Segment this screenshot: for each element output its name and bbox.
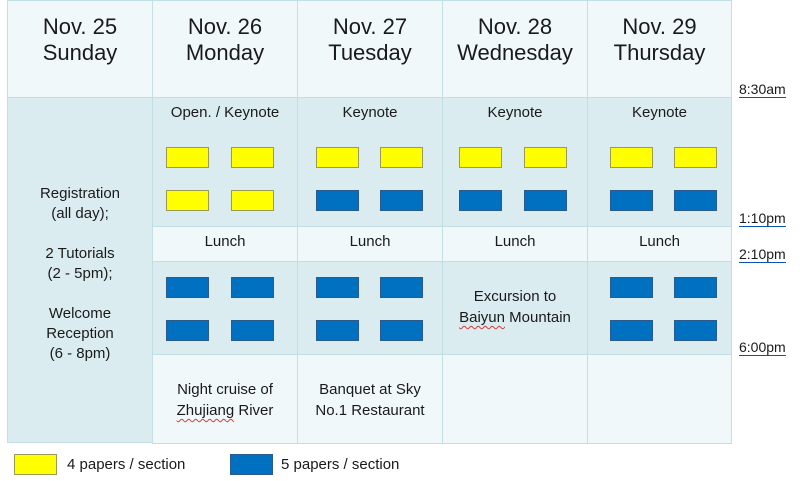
session-5-papers (610, 190, 653, 211)
day-weekday: Monday (185, 40, 265, 65)
night-cruise-line-1: Night cruise of (177, 381, 273, 398)
session-5-papers (166, 320, 209, 341)
header-nov-27: Nov. 27 Tuesday (297, 0, 443, 98)
time-marker-afternoon: 2:10pm (739, 246, 786, 263)
morning-cell-tue: Keynote (297, 97, 443, 227)
session-5-papers (166, 277, 209, 298)
river-name: Zhujiang (176, 402, 235, 419)
session-5-papers (316, 190, 359, 211)
lunch-label: Lunch (639, 233, 680, 250)
session-4-papers (380, 147, 423, 168)
session-5-papers (380, 320, 423, 341)
evening-cell-wed (442, 354, 588, 444)
day-date: Nov. 26 (187, 14, 263, 39)
morning-cell-thu: Keynote (587, 97, 732, 227)
sunday-events-text: Registration (all day); 2 Tutorials (2 -… (39, 185, 121, 362)
session-4-papers (524, 147, 567, 168)
session-4-papers (166, 147, 209, 168)
afternoon-cell-tue (297, 261, 443, 355)
day-weekday: Wednesday (457, 40, 573, 65)
sunday-events-cell: Registration (all day); 2 Tutorials (2 -… (7, 97, 153, 443)
excursion-place: Baiyun (459, 309, 505, 326)
header-nov-25: Nov. 25 Sunday (7, 0, 153, 98)
day-date: Nov. 29 (622, 14, 697, 39)
excursion-place-suffix: Mountain (505, 309, 571, 326)
lunch-cell-tue: Lunch (297, 226, 443, 262)
day-date: Nov. 28 (477, 14, 553, 39)
legend-yellow-swatch (14, 454, 57, 475)
header-nov-28: Nov. 28 Wednesday (442, 0, 588, 98)
session-5-papers (674, 320, 717, 341)
night-cruise-line-2: Zhujiang River (153, 401, 297, 421)
evening-cell-mon: Night cruise of Zhujiang River (152, 354, 298, 444)
evening-cell-thu (587, 354, 732, 444)
session-title: Open. / Keynote (170, 104, 280, 121)
day-weekday: Tuesday (328, 40, 412, 65)
afternoon-cell-mon (152, 261, 298, 355)
day-weekday: Sunday (42, 40, 118, 65)
session-5-papers (380, 190, 423, 211)
evening-cell-tue: Banquet at Sky No.1 Restaurant (297, 354, 443, 444)
session-title: Keynote (631, 104, 688, 121)
session-5-papers (524, 190, 567, 211)
session-4-papers (231, 190, 274, 211)
session-5-papers (316, 320, 359, 341)
excursion-line-2: Baiyun Mountain (443, 308, 587, 328)
river-suffix: River (234, 402, 274, 419)
morning-cell-wed: Keynote (442, 97, 588, 227)
header-nov-26: Nov. 26 Monday (152, 0, 298, 98)
day-date: Nov. 25 (42, 14, 118, 39)
session-title: Keynote (342, 104, 398, 121)
lunch-label: Lunch (204, 233, 246, 250)
lunch-label: Lunch (349, 233, 391, 250)
session-4-papers (316, 147, 359, 168)
session-4-papers (459, 147, 502, 168)
day-date: Nov. 27 (332, 14, 408, 39)
banquet-line-2: No.1 Restaurant (315, 402, 425, 419)
excursion-line-1: Excursion to (473, 288, 557, 305)
session-5-papers (380, 277, 423, 298)
lunch-cell-thu: Lunch (587, 226, 732, 262)
session-4-papers (610, 147, 653, 168)
legend-blue-swatch (230, 454, 273, 475)
lunch-cell-mon: Lunch (152, 226, 298, 262)
lunch-cell-wed: Lunch (442, 226, 588, 262)
time-marker-evening: 6:00pm (739, 339, 786, 356)
session-5-papers (674, 190, 717, 211)
session-title: Keynote (487, 104, 543, 121)
session-5-papers (316, 277, 359, 298)
session-5-papers (231, 320, 274, 341)
header-nov-29: Nov. 29 Thursday (587, 0, 732, 98)
session-5-papers (610, 320, 653, 341)
time-marker-start: 8:30am (739, 81, 786, 98)
session-4-papers (231, 147, 274, 168)
session-5-papers (610, 277, 653, 298)
banquet-line-1: Banquet at Sky (319, 381, 421, 398)
morning-cell-mon: Open. / Keynote (152, 97, 298, 227)
session-4-papers (166, 190, 209, 211)
session-5-papers (459, 190, 502, 211)
lunch-label: Lunch (494, 233, 536, 250)
legend-blue-label: 5 papers / section (281, 456, 400, 473)
afternoon-cell-thu (587, 261, 732, 355)
session-5-papers (231, 277, 274, 298)
legend-yellow-label: 4 papers / section (67, 456, 186, 473)
session-5-papers (674, 277, 717, 298)
day-weekday: Thursday (613, 40, 706, 65)
afternoon-cell-wed: Excursion to Baiyun Mountain (442, 261, 588, 355)
session-4-papers (674, 147, 717, 168)
time-marker-lunch: 1:10pm (739, 210, 786, 227)
